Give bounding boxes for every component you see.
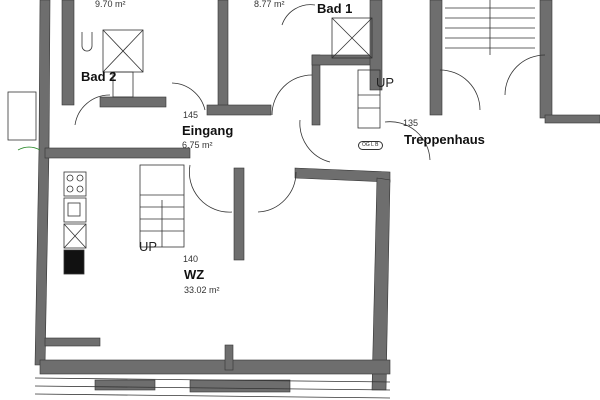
wall-bottom-stub <box>224 344 234 371</box>
shower-bad1 <box>331 17 373 59</box>
stairwell-steps <box>445 0 535 55</box>
wall-bad1-lower <box>311 54 321 126</box>
room-area-eingang: 6.75 m² <box>182 140 213 150</box>
wall-wz-inner <box>233 167 245 261</box>
wall-bad2-left <box>61 0 75 106</box>
walls <box>34 0 600 393</box>
wall-mid-horizontal <box>206 104 272 116</box>
level-tag: OG L B <box>358 141 383 150</box>
room-name-bad1: Bad 1 <box>317 1 353 16</box>
wall-bottom <box>39 359 391 375</box>
room-name-treppenhaus: Treppenhaus <box>404 132 485 147</box>
wall-bottom-left-nook <box>44 337 101 347</box>
sink-icon <box>63 197 87 223</box>
wall-wz-top-right <box>294 167 391 183</box>
wall-wz-top-left <box>44 147 191 159</box>
room-area-top-mid: 8.77 m² <box>254 0 285 9</box>
wall-bad1-right <box>369 0 383 91</box>
wall-bad2-bottom <box>99 96 167 108</box>
stair-up-label-wz: UP <box>139 239 158 254</box>
room-name-eingang: Eingang <box>182 123 234 138</box>
room-number-eingang: 145 <box>183 110 199 120</box>
room-name-wz: WZ <box>184 267 205 282</box>
wall-bad1-bottom <box>311 54 373 66</box>
toilet-bad2 <box>81 32 93 52</box>
room-number-wz: 140 <box>183 254 199 264</box>
wall-left-outer <box>34 0 51 366</box>
wall-stair-left <box>429 0 443 116</box>
room-number-treppenhaus: 135 <box>403 118 419 128</box>
wall-stair-bottom <box>544 114 600 124</box>
room-area-wz: 33.02 m² <box>184 285 220 295</box>
wall-mid-vertical <box>217 0 229 109</box>
wall-bottom-pier-2 <box>189 379 291 393</box>
room-name-bad2: Bad 2 <box>81 69 117 84</box>
kitchen <box>63 171 87 275</box>
fixtures <box>7 0 546 399</box>
wall-stair-right <box>539 0 553 119</box>
wall-bottom-pier-1 <box>94 379 156 391</box>
stove-icon <box>63 171 87 197</box>
fridge-icon <box>63 249 85 275</box>
wall-wz-right <box>371 177 391 391</box>
room-area-top-left: 9.70 m² <box>95 0 126 9</box>
stair-up-label-top: UP <box>376 75 395 90</box>
